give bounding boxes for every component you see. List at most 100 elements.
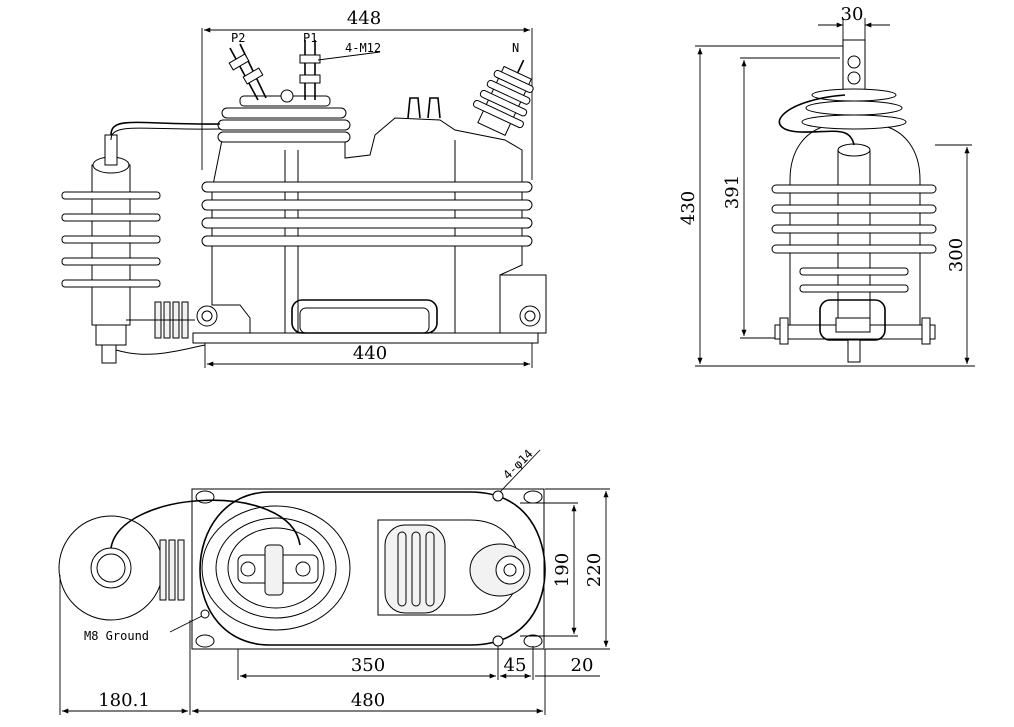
lifting-lug	[427, 97, 441, 119]
terminal-box	[499, 274, 547, 334]
dim-20: 20	[571, 655, 594, 676]
mounting-hole	[524, 310, 536, 322]
front-view: 448 440	[61, 8, 547, 368]
leader-line	[169, 615, 203, 633]
connecting-cable	[110, 121, 221, 136]
dim-30: 30	[841, 4, 864, 25]
mounting-hole	[201, 310, 213, 322]
terminal-nut	[280, 89, 294, 103]
primary-bushing-ring	[215, 517, 337, 619]
side-foot-bolt	[921, 317, 931, 345]
shed	[201, 199, 533, 211]
bushing-ring	[801, 114, 907, 130]
primary-bushing	[217, 95, 351, 143]
dim-448: 448	[347, 8, 381, 29]
dim-300: 300	[946, 238, 967, 272]
dim-350: 350	[351, 655, 385, 676]
shed	[479, 89, 528, 117]
shed	[472, 99, 524, 129]
side-cable	[778, 94, 855, 146]
mounting-hole	[523, 634, 543, 648]
mounting-ear	[519, 305, 541, 327]
leader-line	[317, 51, 381, 61]
bushing-ring	[217, 119, 351, 131]
shed	[201, 217, 533, 229]
base-plate	[192, 332, 539, 344]
shed	[61, 191, 161, 200]
terminal-nut	[242, 67, 264, 85]
hole-marker	[492, 635, 504, 647]
label-m8-ground: M8 Ground	[84, 629, 149, 643]
top-body-outline	[199, 491, 546, 646]
hole-marker	[492, 490, 504, 502]
arrester-top-ring	[96, 553, 126, 583]
surge-arrester	[61, 134, 161, 364]
top-view: 4-φ14 M8 Ground 190 220 350 45 20	[58, 447, 610, 715]
arrester-body	[91, 164, 131, 326]
coil-turn	[159, 539, 167, 601]
shed	[799, 284, 909, 293]
connecting-cable	[110, 127, 221, 141]
shed	[61, 235, 161, 244]
label-p1: P1	[303, 31, 317, 45]
terminal-hole	[847, 55, 861, 69]
label-p2: P2	[231, 31, 245, 45]
arrester-cap	[837, 143, 871, 157]
ground-coil	[115, 301, 206, 355]
terminal-stem	[229, 47, 259, 101]
terminal-bar	[264, 544, 284, 596]
coil-turn	[168, 539, 176, 601]
side-foot-bolt	[779, 317, 789, 345]
terminal-p1	[280, 40, 321, 103]
primary-bushing-ring	[227, 527, 325, 609]
terminal-nut	[295, 561, 311, 577]
ground-wire	[115, 344, 206, 355]
label-4-m12: 4-M12	[345, 41, 381, 55]
side-arrester-body	[837, 149, 871, 326]
mounting-hole	[195, 634, 215, 648]
dim-180-1: 180.1	[98, 690, 150, 711]
shed	[61, 279, 161, 288]
terminal-hole	[847, 71, 861, 85]
shed	[201, 235, 533, 247]
arrester-top-view	[58, 515, 164, 621]
lug-slot	[411, 531, 421, 607]
terminal-nut	[228, 53, 250, 71]
shed	[771, 184, 937, 194]
terminal-nut	[240, 561, 256, 577]
terminal-nut	[299, 54, 321, 64]
dim-220: 220	[584, 553, 605, 587]
side-clamp	[835, 317, 871, 333]
dim-190: 190	[552, 553, 573, 587]
front-window-inner	[299, 307, 430, 334]
neutral-bushing	[472, 59, 534, 137]
mounting-hole	[523, 490, 543, 504]
dim-45: 45	[504, 655, 527, 676]
neutral-terminal	[495, 555, 525, 585]
shed	[61, 213, 161, 222]
shed	[771, 224, 937, 234]
dim-430: 430	[678, 191, 699, 225]
coil-turn	[177, 539, 185, 601]
label-4-phi14: 4-φ14	[500, 447, 535, 482]
arrester-bolt	[101, 344, 117, 364]
dim-391: 391	[722, 175, 743, 209]
shed	[61, 257, 161, 266]
top-cable	[110, 499, 301, 549]
mounting-ear	[196, 305, 218, 327]
leader-line	[499, 449, 541, 493]
shed	[201, 181, 533, 193]
lifting-lugs-top	[384, 524, 446, 614]
lifting-lug	[407, 97, 421, 119]
side-bolt	[847, 339, 861, 363]
side-terminal	[842, 39, 866, 91]
shed	[771, 204, 937, 214]
bushing-ring	[805, 100, 903, 116]
lug-slot	[425, 531, 435, 607]
terminal-nut	[299, 74, 321, 84]
lug-slot	[397, 531, 407, 607]
body-sheds	[201, 181, 533, 247]
terminal-stem	[516, 59, 525, 74]
